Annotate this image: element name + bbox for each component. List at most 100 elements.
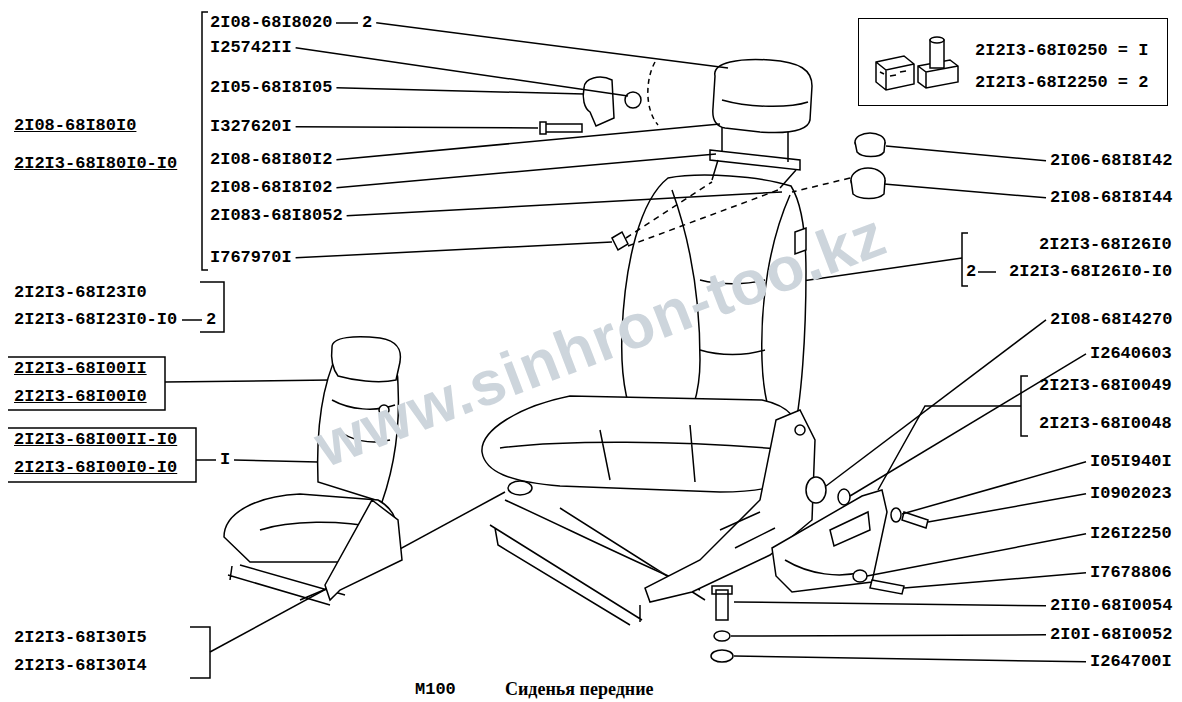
small-parts: [714, 631, 730, 641]
part-number: 2I05-68I8I05: [210, 79, 332, 98]
part-number: 2I08-68I8I44: [1050, 189, 1172, 208]
brackets: [196, 459, 216, 461]
leader-line: [826, 320, 1046, 486]
small-parts: [711, 650, 733, 662]
page-code: M100: [415, 681, 456, 700]
large-seat: [482, 396, 800, 492]
part-number: I26I2250: [1090, 525, 1172, 544]
part-number: 2I2I3-68I23I0: [14, 284, 147, 303]
watermark: www.sinhron-too.kz: [305, 200, 894, 480]
part-number: I25742II: [210, 39, 292, 58]
brackets: [202, 12, 208, 270]
part-number: 2I2I3-68I23I0-I0: [14, 311, 177, 330]
brackets: [8, 357, 165, 410]
part-number: 2: [966, 263, 976, 282]
small-parts: [612, 232, 628, 250]
part-number: I05I940I: [1090, 453, 1172, 472]
part-number: 2I2I3-68I00I0: [14, 388, 147, 407]
inset-icon: [930, 37, 944, 43]
large-seat: [720, 512, 775, 548]
small-seat: [332, 337, 401, 382]
large-seat: [722, 100, 808, 106]
part-number: 2I08-68I4270: [1050, 311, 1172, 330]
leader-line: [734, 602, 1046, 606]
leader-line: [867, 534, 1086, 576]
small-parts: [838, 489, 850, 505]
part-number: I327620I: [210, 118, 292, 137]
part-number: I767970I: [210, 249, 292, 268]
part-number: 2I2I3-68I0048: [1039, 415, 1172, 434]
part-number: 2I0I-68I0052: [1050, 626, 1172, 645]
brackets: [210, 492, 505, 652]
brackets: [234, 460, 318, 462]
leader-line: [296, 127, 538, 128]
leader-line: [886, 146, 1046, 161]
leader-line: [347, 192, 782, 216]
small-parts: [772, 490, 887, 592]
brackets: [878, 406, 1021, 490]
small-parts: [626, 182, 778, 246]
brackets: [182, 319, 202, 321]
small-parts: [870, 580, 904, 594]
part-number: I2640603: [1090, 345, 1172, 364]
small-parts: [902, 512, 928, 528]
leader-line: [336, 88, 584, 94]
part-number: I0902023: [1090, 485, 1172, 504]
part-number: 2I08-68I80I0: [14, 117, 136, 136]
brackets: [200, 282, 224, 332]
small-parts: [648, 62, 658, 125]
large-seat: [508, 481, 532, 495]
large-seat: [713, 60, 812, 133]
part-number: 2I2I3-68I30I4: [14, 657, 147, 676]
caption: Сиденья передние: [505, 680, 654, 700]
part-number: 2I083-68I8052: [210, 207, 343, 226]
large-seat: [490, 508, 705, 625]
part-number: I264700I: [1090, 653, 1172, 672]
part-number: I: [220, 451, 230, 470]
leader-line: [928, 494, 1086, 522]
part-number: 2I2I3-68I0049: [1039, 377, 1172, 396]
small-parts: [792, 178, 850, 192]
part-number: 2I08-68I8020: [210, 14, 332, 33]
leader-line: [376, 23, 728, 68]
small-parts: [806, 477, 826, 503]
small-parts: [540, 122, 582, 134]
large-seat: [710, 150, 800, 170]
small-parts: [851, 180, 885, 199]
part-number: 2I2I3-68I30I5: [14, 629, 147, 648]
part-number: 2I2I3-68I00I0-I0: [14, 459, 177, 478]
leader-line: [902, 462, 1086, 514]
brackets: [190, 627, 210, 678]
brackets: [8, 12, 1028, 678]
small-parts: [891, 508, 901, 522]
inset-icon: [930, 40, 944, 68]
inset-box: 2I2I3-68I0250 = I2I2I3-68I2250 = 2: [858, 18, 1168, 106]
part-number: 2: [362, 14, 372, 33]
part-number: 2I06-68I8I42: [1050, 152, 1172, 171]
part-number: 2I08-68I8I02: [210, 179, 332, 198]
part-number: 2II0-68I0054: [1050, 597, 1172, 616]
small-parts: [583, 77, 614, 126]
large-seat: [500, 425, 790, 482]
part-number: 2: [206, 311, 216, 330]
small-parts: [712, 586, 732, 620]
part-number: I7678806: [1090, 564, 1172, 583]
brackets: [1021, 376, 1028, 436]
inset-icon: [876, 56, 914, 90]
part-number: 2I08-68I80I2: [210, 151, 332, 170]
leader-line: [904, 573, 1086, 588]
inset-icon: [876, 37, 958, 90]
small-parts: [785, 512, 870, 575]
large-seat: [795, 425, 805, 435]
leader-line: [731, 635, 1046, 636]
leader-line: [336, 124, 720, 160]
brackets: [336, 22, 358, 24]
inset-icon: [880, 71, 906, 76]
small-parts: [625, 92, 641, 108]
brackets: [978, 271, 996, 273]
part-number: 2I2I3-68I80I0-I0: [14, 155, 177, 174]
leader-line: [884, 184, 1046, 198]
brackets: [8, 428, 196, 482]
leader-line: [296, 242, 612, 258]
leader-line: [296, 48, 628, 96]
